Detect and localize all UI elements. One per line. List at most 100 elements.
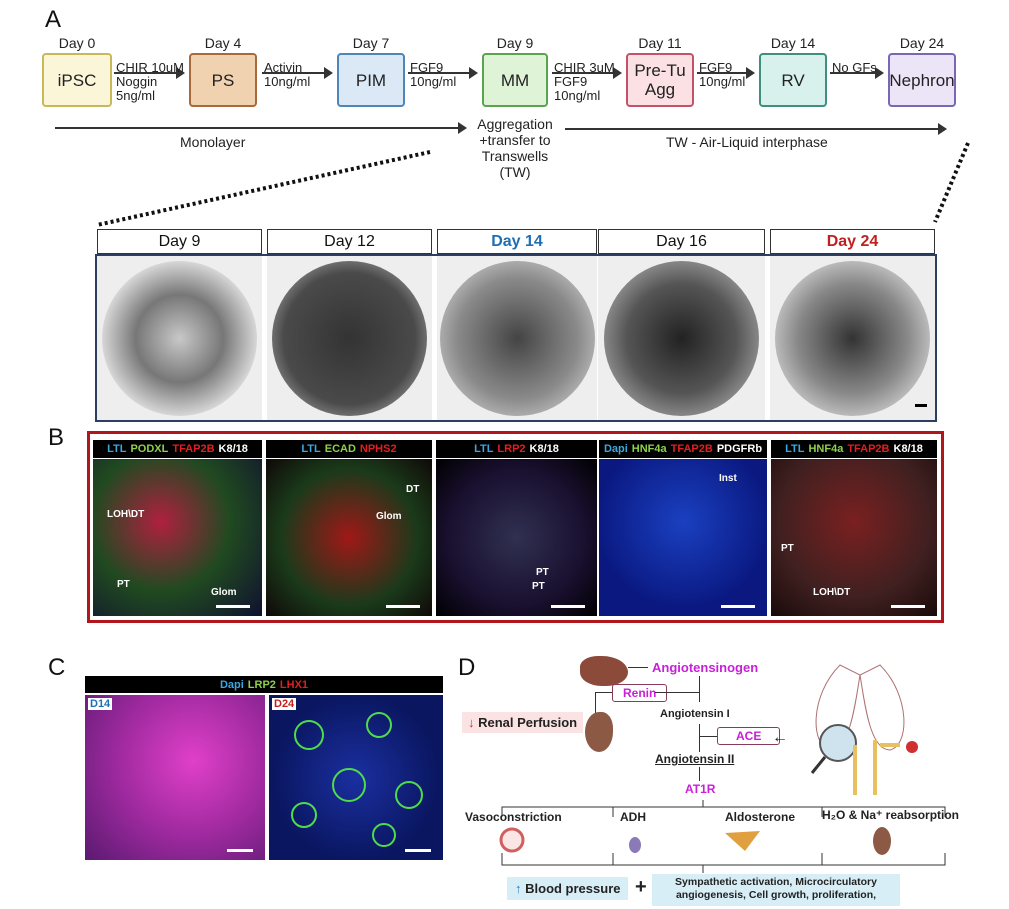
- structure-annotation: Glom: [376, 511, 402, 522]
- liver-icon: [580, 656, 628, 686]
- reagent-label: No GFs: [832, 60, 877, 75]
- stage-day: Day 24: [899, 35, 945, 51]
- up-arrow-icon: ↑: [515, 881, 522, 896]
- brightfield-image: [598, 256, 765, 420]
- d14-label: D14: [88, 698, 113, 710]
- structure-annotation: PT: [536, 567, 549, 578]
- monolayer-arrow: [55, 122, 467, 134]
- down-arrow-icon: ↓: [468, 715, 475, 730]
- lrp2-tubules: [291, 712, 423, 847]
- marker-label: ECAD: [324, 443, 356, 455]
- marker-label: LRP2: [497, 443, 526, 455]
- stage-name: PIM: [355, 70, 387, 90]
- stage-day: Day 4: [204, 35, 242, 51]
- d24-image: D24: [269, 695, 443, 860]
- structure-annotation: DT: [406, 484, 420, 495]
- phase-monolayer: Monolayer: [180, 134, 246, 150]
- structure-annotation: Inst: [719, 473, 737, 484]
- renal-perfusion: Renal Perfusion: [478, 715, 578, 730]
- organoid: [272, 260, 427, 416]
- left-arrow-icon: ←: [772, 729, 788, 746]
- marker-label: HNF4a: [808, 443, 844, 455]
- angiotensinogen: Angiotensinogen: [652, 660, 759, 675]
- immunostain-image: Inst: [599, 459, 767, 616]
- stage-arrow: [552, 67, 622, 79]
- lung-nephron-illustration: [810, 664, 918, 795]
- timepoint-header: Day 14: [437, 229, 597, 254]
- reagent-label: FGF9 10ng/ml: [699, 60, 746, 89]
- marker-label: NPHS2: [359, 443, 397, 455]
- timepoint-header: Day 9: [97, 229, 262, 254]
- marker-label: LTL: [107, 443, 127, 455]
- organoid: [439, 260, 595, 416]
- stage-day: Day 11: [638, 35, 682, 51]
- brightfield-image: [437, 256, 597, 420]
- d14-image: D14: [85, 695, 265, 860]
- organoid: [102, 260, 257, 416]
- angiotensin-2: Angiotensin II: [655, 752, 735, 766]
- marker-label: LTL: [301, 443, 321, 455]
- effects-bracket: [499, 800, 946, 873]
- marker-label: LTL: [785, 443, 805, 455]
- scale-bar: [915, 404, 927, 407]
- stage-name: Pre-Tu Agg: [634, 61, 686, 99]
- structure-annotation: PT: [781, 543, 794, 554]
- effect-adh: ADH: [620, 810, 646, 824]
- angiotensin-1: Angiotensin I: [660, 708, 730, 720]
- tw-arrow: [565, 123, 947, 135]
- effect-vasoconstriction: Vasoconstriction: [465, 810, 562, 824]
- marker-label: K8/18: [893, 443, 923, 455]
- marker-label: PDGFRb: [716, 443, 763, 455]
- reagent-label: FGF9 10ng/ml: [410, 60, 457, 89]
- scale-bar: [721, 605, 755, 608]
- scale-bar: [216, 605, 250, 608]
- timepoint-header: Day 12: [267, 229, 432, 254]
- stage-box: Pre-Tu Agg: [626, 53, 694, 107]
- marker-label: K8/18: [529, 443, 559, 455]
- effect-reabsorption: H₂O & Na⁺ reabsorption: [822, 808, 960, 822]
- scale-bar: [891, 605, 925, 608]
- marker-label: Dapi: [603, 443, 628, 455]
- stage-name: Nephron: [889, 70, 955, 90]
- immunostain-frame: [87, 431, 944, 623]
- marker-label: TFAP2B: [670, 443, 713, 455]
- immunostain-image: PT PT: [436, 459, 597, 616]
- marker-label: TFAP2B: [847, 443, 890, 455]
- renal-perfusion-badge: ↓ Renal Perfusion: [462, 712, 584, 733]
- scale-bar: [551, 605, 585, 608]
- stage-arrow: [830, 67, 884, 79]
- marker-label: LRP2: [247, 678, 276, 691]
- panel-a-label: A: [45, 6, 62, 33]
- brightfield-image: [770, 256, 935, 420]
- stage-name: RV: [781, 70, 805, 90]
- other-effects: Sympathetic activation, Microcirculatory…: [652, 874, 900, 906]
- phase-tw: TW - Air-Liquid interphase: [666, 134, 828, 150]
- stage-name: iPSC: [57, 70, 97, 90]
- marker-label: PODXL: [130, 443, 169, 455]
- marker-label: LHX1: [279, 678, 309, 691]
- organoid: [775, 260, 930, 416]
- marker-label: Dapi: [219, 678, 244, 691]
- panel-b-label: B: [48, 424, 65, 451]
- reagent-label: CHIR 3uM FGF9 10ng/ml: [554, 60, 615, 103]
- structure-annotation: PT: [532, 581, 545, 592]
- stage-day: Day 7: [352, 35, 390, 51]
- plus-sign: +: [635, 876, 647, 898]
- stage-box: PS: [189, 53, 257, 107]
- structure-annotation: LOH\DT: [107, 509, 145, 520]
- zoom-dotted-lines: [96, 142, 970, 227]
- brightfield-frame: [95, 254, 937, 422]
- phase-aggregation: Aggregation +transfer to Transwells (TW): [477, 116, 553, 180]
- reagent-label: Activin 10ng/ml: [264, 60, 311, 89]
- stage-name: MM: [500, 70, 530, 90]
- stage-arrow: [114, 67, 185, 79]
- structure-annotation: PT: [117, 579, 130, 590]
- brightfield-image: [267, 256, 432, 420]
- organoid: [604, 260, 759, 416]
